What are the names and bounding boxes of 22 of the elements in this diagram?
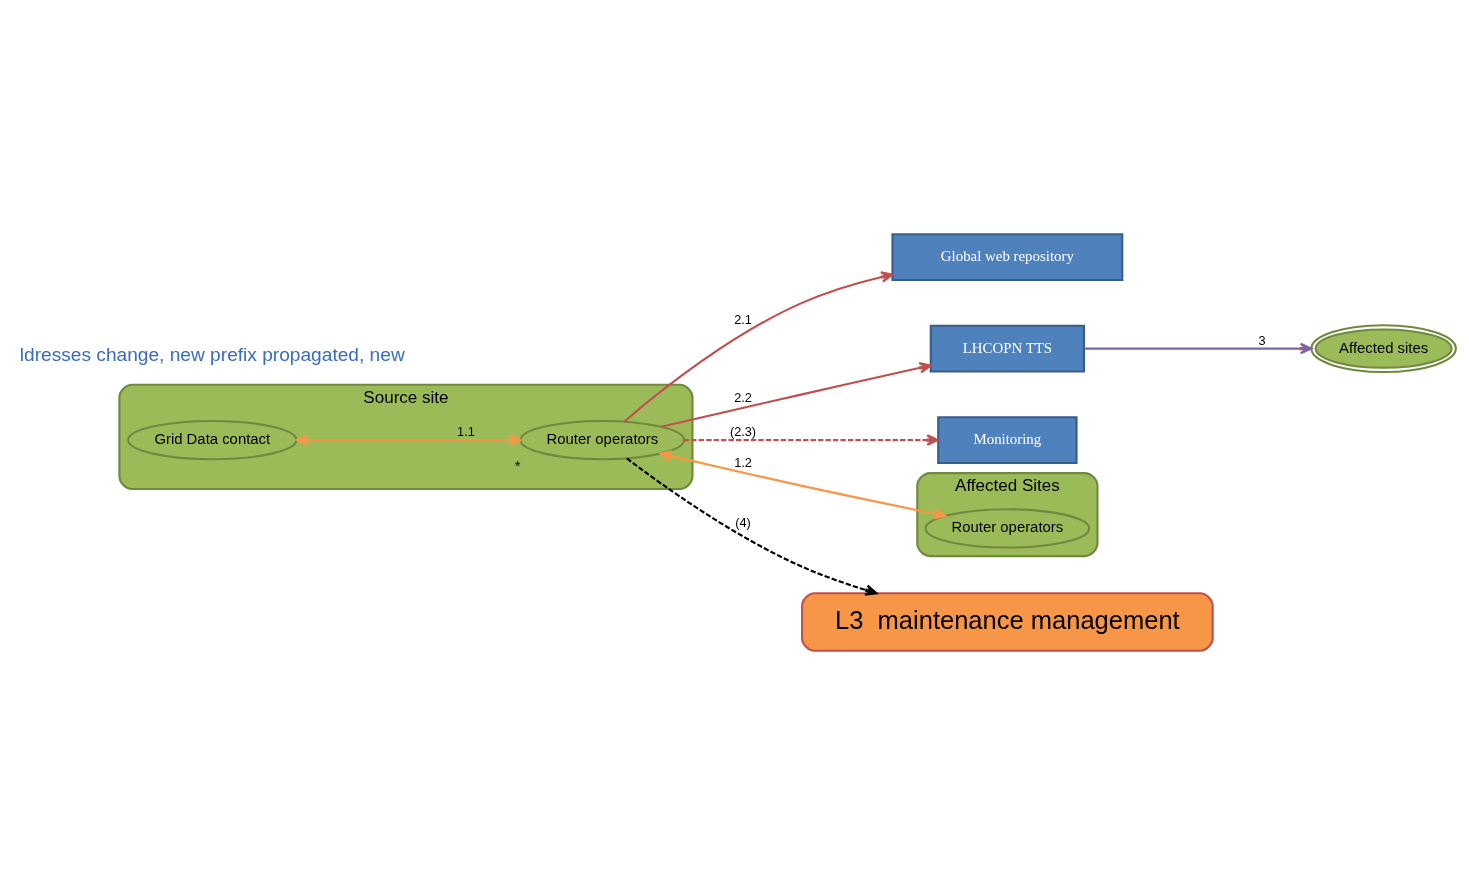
node-box: LHCOPN TTS (929, 324, 1086, 373)
edge-label: 2.1 (734, 311, 752, 327)
arrow (660, 362, 932, 428)
node-ellipse: Grid Data contact (127, 419, 298, 461)
arrow (659, 450, 947, 520)
edge-label: (4) (735, 514, 751, 530)
node-label: * (514, 458, 521, 475)
edge-label: 2.2 (734, 390, 752, 406)
node-box: Monitoring (937, 416, 1078, 465)
edge-label: (2.3) (729, 424, 757, 440)
arrow (626, 457, 878, 596)
arrow (623, 271, 894, 423)
label: ldresses change, new prefix propagated, new (19, 343, 405, 365)
edge-label: 1.1 (457, 424, 475, 440)
node-ellipse: Affected sites (1310, 324, 1457, 374)
edge-label: 1.2 (734, 455, 752, 471)
arrow (295, 434, 522, 446)
node-box: Global web repository (891, 233, 1124, 282)
arrow (684, 434, 939, 446)
edge-label: 3 (1258, 333, 1266, 348)
arrow (1084, 342, 1313, 355)
node-box: L3 maintenance management (801, 592, 1214, 652)
